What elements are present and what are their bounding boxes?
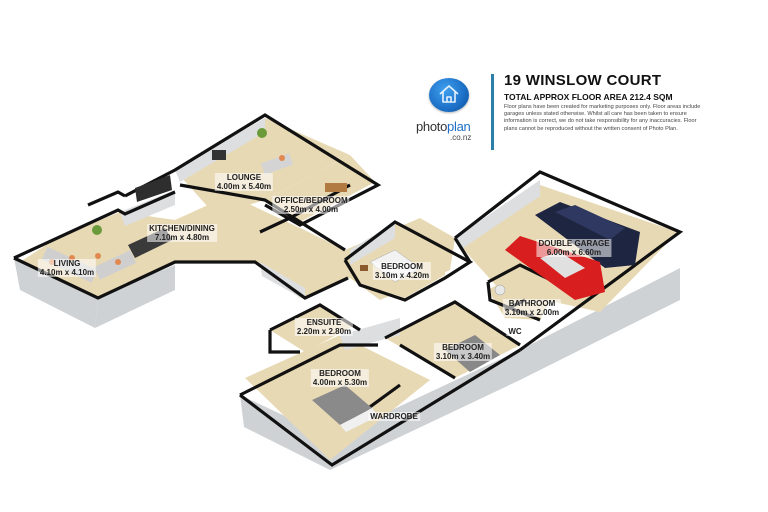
plan-header: photoplan .co.nz 19 WINSLOW COURT TOTAL … xyxy=(412,68,712,158)
room-label-wc: WC xyxy=(506,327,524,336)
logo-domain: .co.nz xyxy=(450,133,472,142)
plant-icon xyxy=(257,128,267,138)
house-icon xyxy=(429,78,469,112)
property-address: 19 WINSLOW COURT xyxy=(504,72,662,89)
header-divider xyxy=(491,74,494,150)
navy-car-icon xyxy=(535,202,640,268)
photoplan-logo: photoplan .co.nz xyxy=(412,72,484,148)
room-label-wardrobe: WARDROBE xyxy=(368,412,420,421)
total-floor-area: TOTAL APPROX FLOOR AREA 212.4 SQM xyxy=(504,92,673,102)
disclaimer-text: Floor plans have been created for market… xyxy=(504,104,701,132)
red-car-icon xyxy=(505,236,605,300)
plant-icon xyxy=(92,225,102,235)
logo-wordmark: photoplan xyxy=(416,119,471,134)
